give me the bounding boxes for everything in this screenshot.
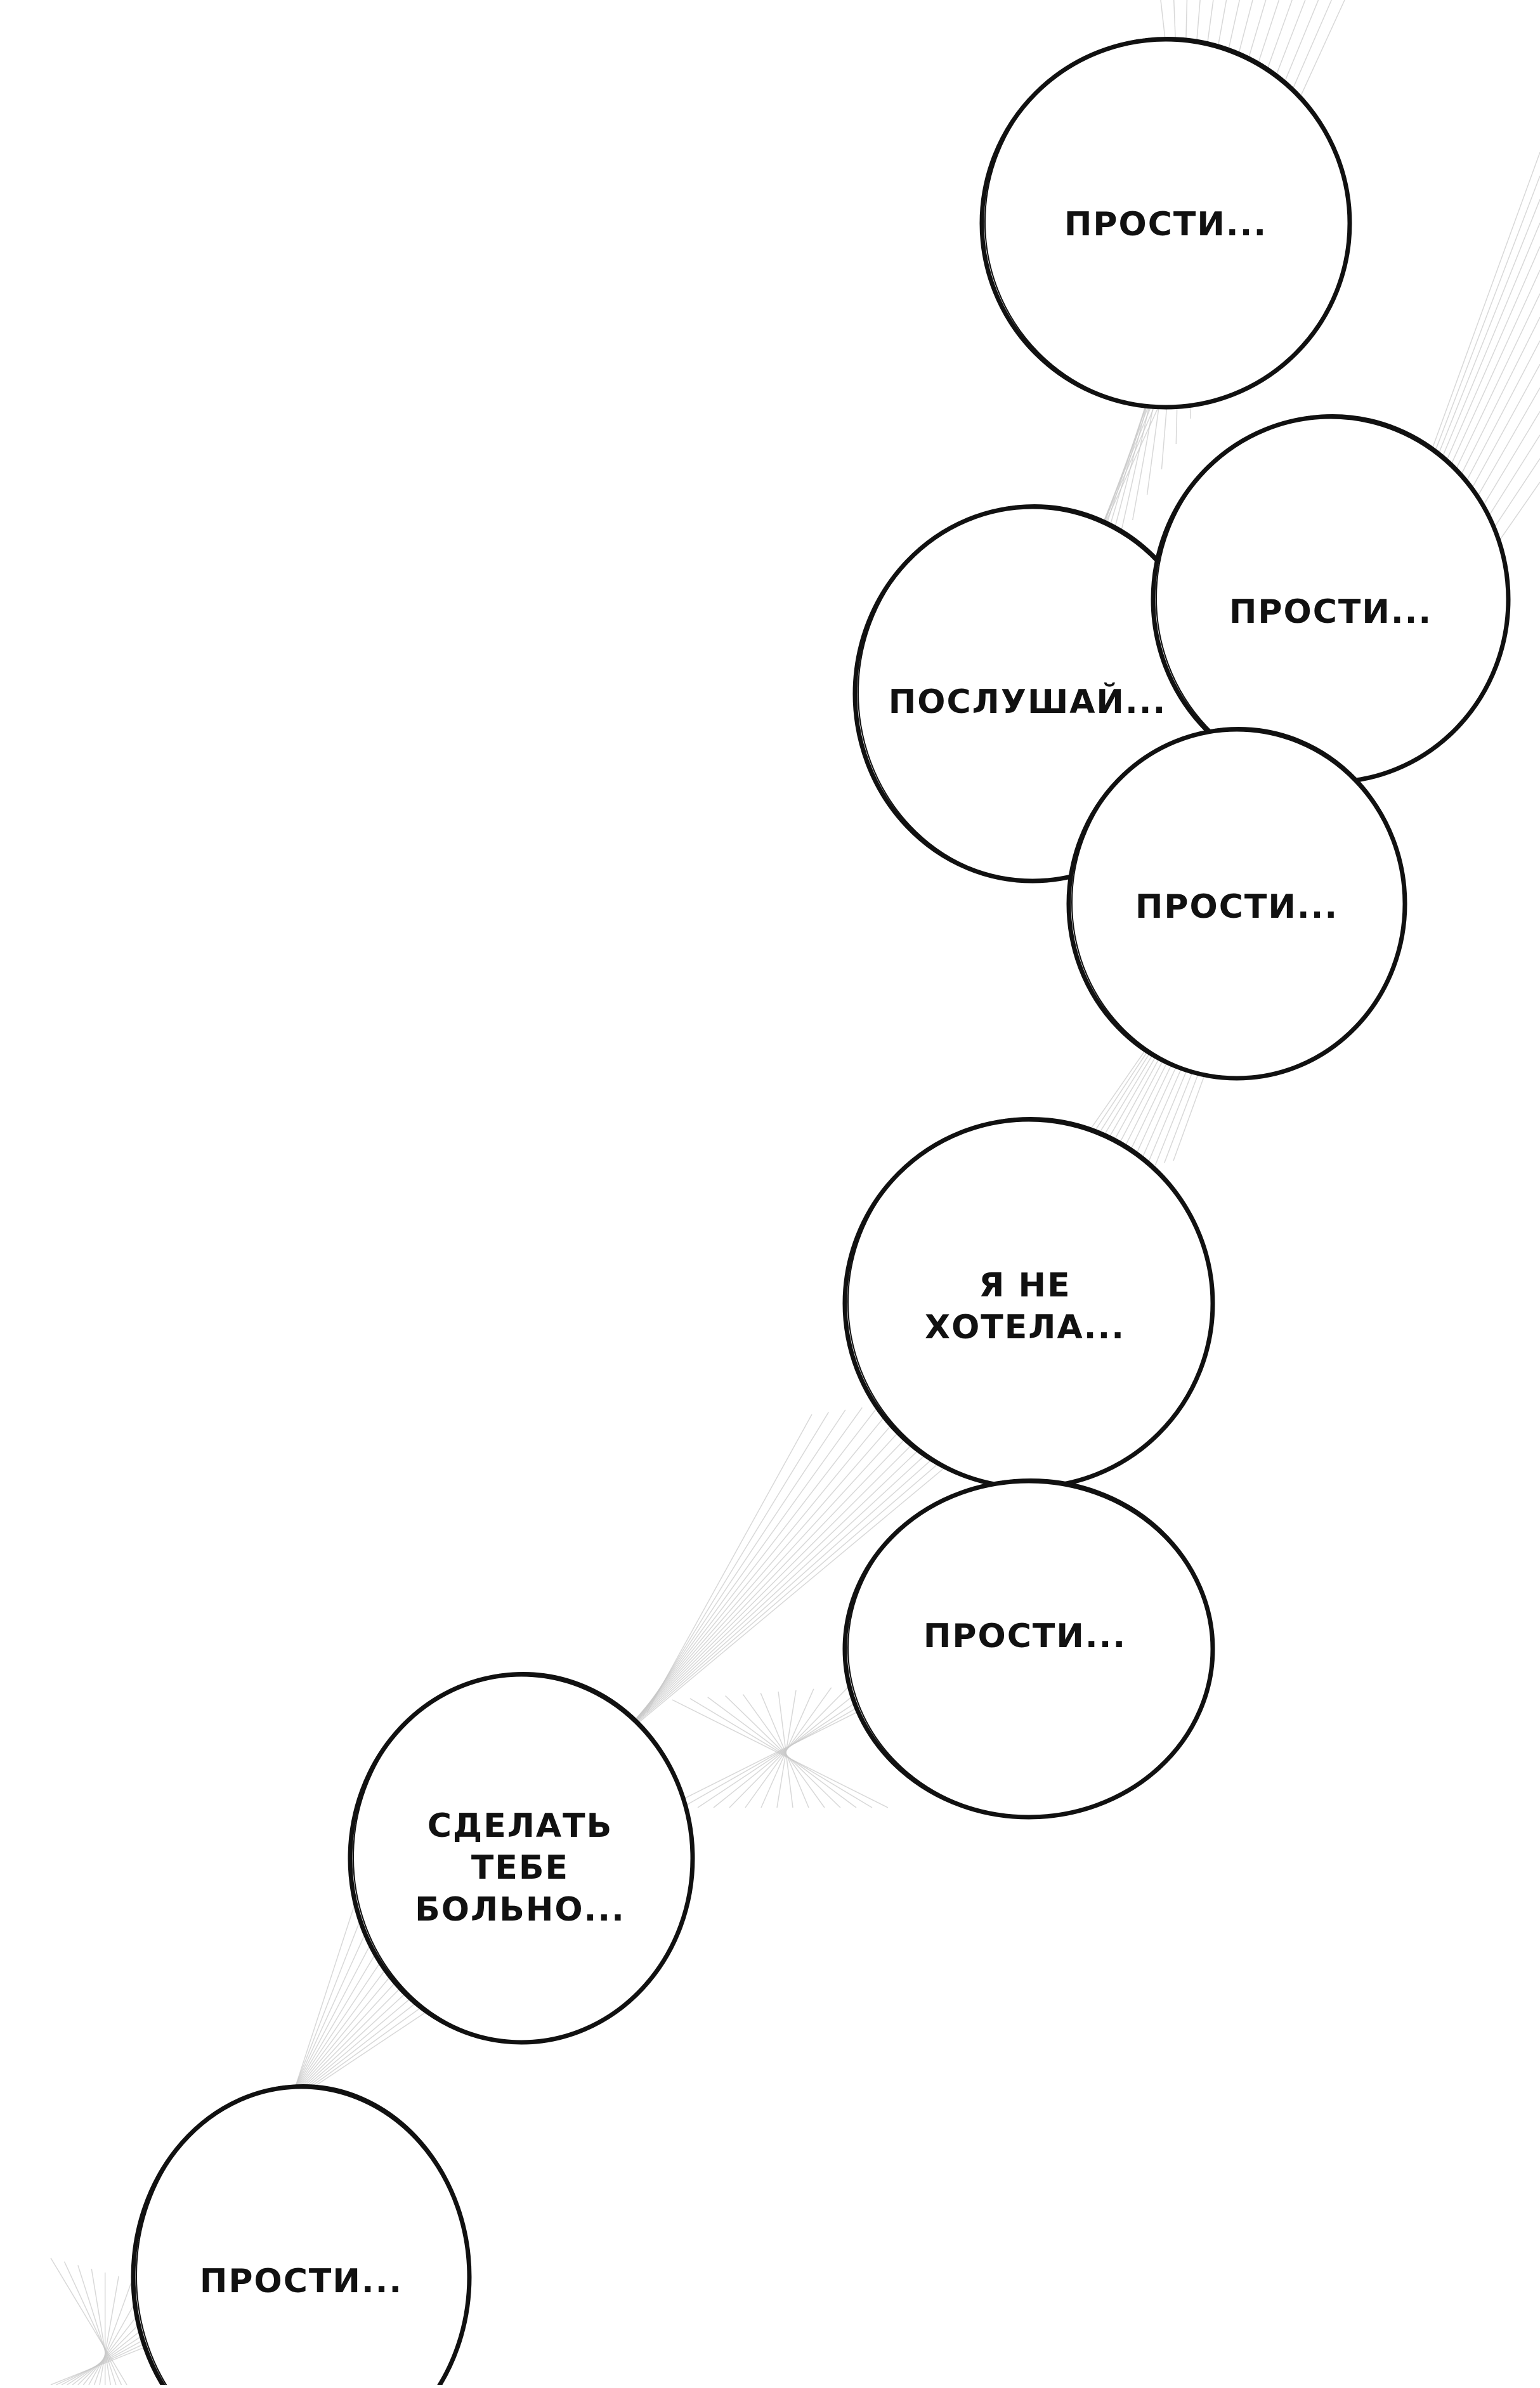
bubble-text-line: Я НЕ (979, 1267, 1071, 1305)
bubble-text-line: ПРОСТИ... (1135, 888, 1339, 926)
speech-bubble-text: СДЕЛАТЬ ТЕБЕ БОЛЬНО... (415, 1805, 625, 1931)
hatch-stroke (93, 2280, 133, 2385)
bubble-outline-sketch (353, 1672, 694, 2042)
bubble-text-line: БОЛЬНО... (415, 1891, 625, 1929)
bubble-outline-sketch (984, 37, 1351, 407)
bubble-text-line: ПРОСТИ... (199, 2262, 403, 2300)
speech-bubble-text: ПРОСТИ... (200, 2261, 403, 2302)
bubble-text-line: ПРОСТИ... (1064, 206, 1268, 244)
speech-bubble-text: ПРОСТИ... (923, 1615, 1126, 1657)
hatch-stroke (646, 1414, 812, 1713)
hatch-stroke (610, 1393, 963, 1745)
bubble-text-line: ПРОСТИ... (923, 1617, 1127, 1655)
speech-bubble-text: ПРОСТИ... (1064, 204, 1267, 245)
hatch-stroke (99, 2276, 119, 2385)
hatch-stroke (618, 1398, 930, 1739)
bubble-outline-sketch (1071, 727, 1406, 1078)
speech-bubble-text: ПРОСТИ... (1135, 886, 1338, 928)
hatch-stroke (630, 1405, 880, 1728)
hatch-stroke (634, 1407, 863, 1724)
bubble-text-line: СДЕЛАТЬ (427, 1807, 613, 1845)
hatch-stroke (50, 2257, 127, 2385)
bubble-outlines (131, 37, 1511, 2388)
hatch-stroke (91, 2269, 112, 2385)
hatch-stroke (622, 1400, 913, 1735)
hatch-stroke (626, 1402, 896, 1732)
bubble-text-line: ПОСЛУШАЙ... (888, 683, 1167, 721)
bubble-text-line: ПРОСТИ... (1229, 593, 1433, 631)
hatch-stroke (642, 1412, 830, 1717)
speech-bubble-text: ПОСЛУШАЙ... (889, 681, 1166, 723)
bubble-text-line: ХОТЕЛА... (925, 1308, 1125, 1347)
hatch-stroke (638, 1409, 846, 1720)
hatch-stroke (63, 2261, 122, 2385)
speech-bubble-text: ПРОСТИ... (1229, 591, 1432, 633)
bubble-outline-sketch (847, 1478, 1214, 1817)
hatch-stroke (77, 2265, 117, 2385)
bubble-outline-sketch (136, 2084, 471, 2388)
hatch-stroke (614, 1395, 946, 1742)
bubble-text-line: ТЕБЕ (471, 1849, 570, 1887)
